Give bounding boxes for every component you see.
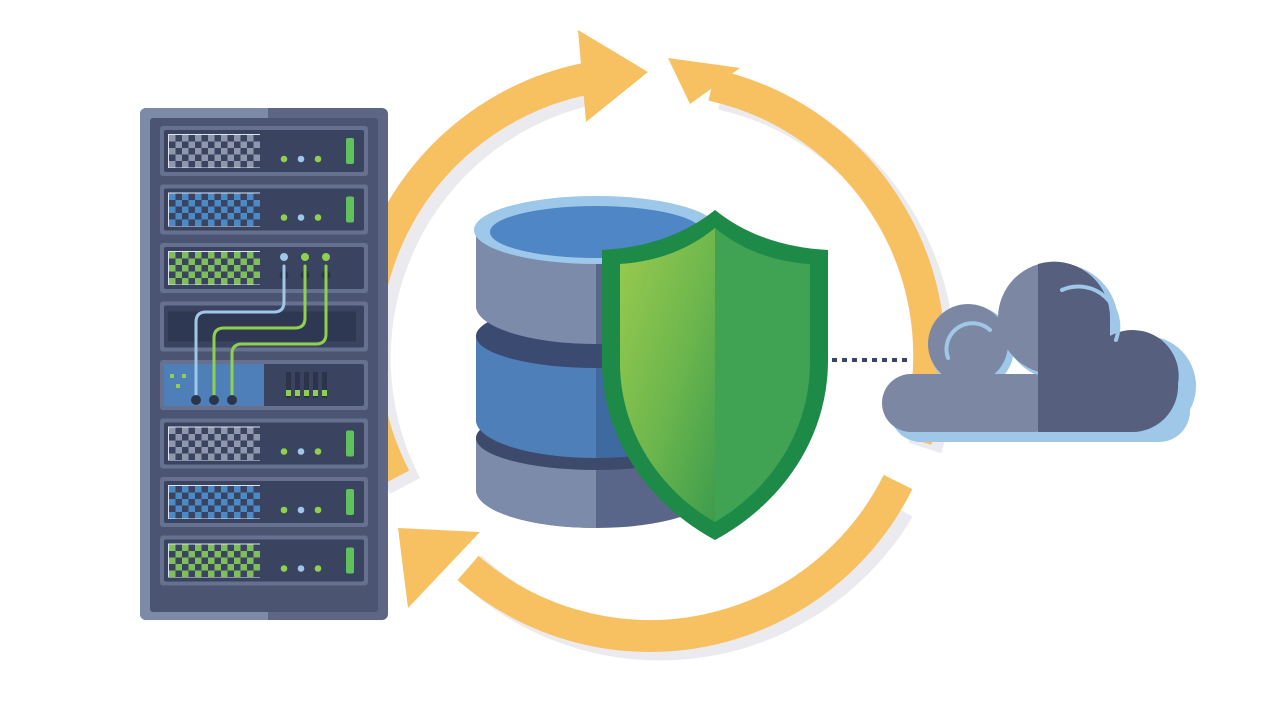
power-led [346, 430, 354, 457]
vent-bar [286, 372, 291, 398]
drive-grid [168, 192, 260, 227]
arrow-band-bottom [457, 474, 913, 652]
status-light [280, 448, 288, 455]
rack-slot [160, 243, 368, 293]
drive-grid [168, 543, 260, 578]
port [322, 253, 330, 261]
status-light [280, 506, 288, 514]
vent-bar [304, 372, 309, 398]
arrowhead-bottom [398, 528, 480, 608]
power-led [346, 547, 354, 574]
status-light [297, 565, 305, 572]
rack-slot [160, 418, 368, 469]
arrow-band-right [708, 69, 946, 445]
status-light [297, 448, 305, 455]
cloud-icon [882, 261, 1196, 442]
shield-icon [602, 210, 828, 540]
vent-bar [313, 372, 318, 398]
status-light [314, 448, 322, 455]
drive-grid [168, 251, 260, 285]
vent-bar [295, 372, 300, 398]
port [301, 253, 309, 261]
status-light [314, 506, 322, 514]
status-light [297, 214, 305, 221]
status-light [280, 565, 288, 572]
status-light [314, 565, 322, 572]
rack-slot [160, 535, 368, 586]
status-light [280, 214, 288, 221]
port [280, 253, 288, 261]
status-light [280, 155, 288, 163]
drive-grid [168, 134, 260, 168]
power-led [346, 138, 354, 164]
status-light [314, 155, 322, 163]
arrowhead-topright-tail [668, 58, 740, 104]
server-rack-icon [140, 108, 388, 620]
rack-slot [160, 184, 368, 235]
drive-grid [168, 485, 260, 519]
rack-slot [160, 477, 368, 527]
status-light [314, 214, 322, 221]
drive-grid [168, 426, 260, 461]
rack-cables [194, 264, 328, 400]
power-led [346, 489, 354, 515]
rack-slot [160, 360, 368, 410]
arrowhead-top [578, 30, 648, 122]
power-led [346, 196, 354, 223]
vent-bar [322, 372, 327, 398]
rack-slot [160, 126, 368, 176]
status-light [297, 155, 305, 163]
status-light [297, 506, 305, 514]
